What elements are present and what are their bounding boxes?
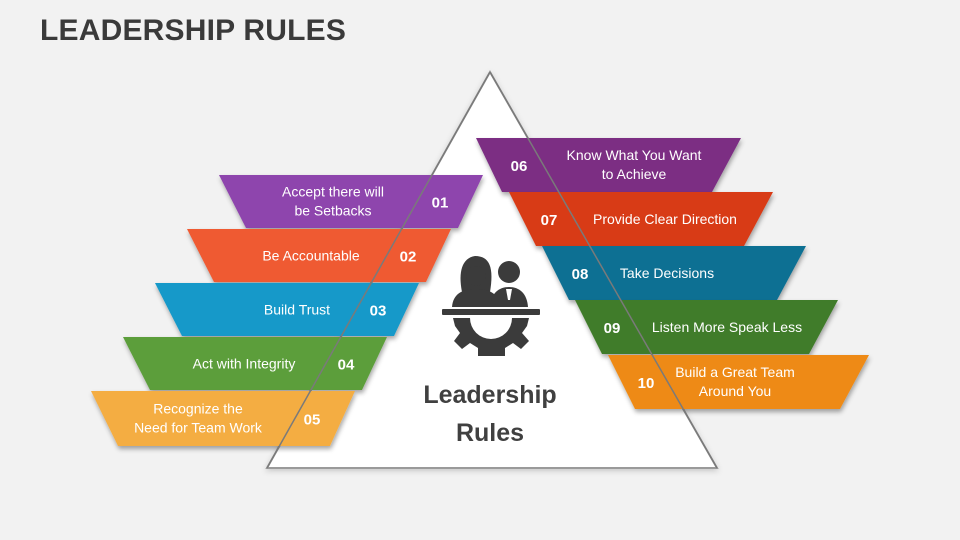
center-title-line1: Leadership: [423, 381, 557, 409]
rule-band-02: 02 Be Accountable: [187, 229, 451, 282]
rule-band-shape: [608, 355, 869, 409]
rule-text: to Achieve: [602, 166, 667, 182]
rule-number: 04: [338, 357, 355, 374]
rule-text: Accept there will: [282, 184, 384, 200]
rule-text: Take Decisions: [620, 265, 714, 281]
rule-text: Provide Clear Direction: [593, 211, 737, 227]
rule-text: Around You: [699, 383, 771, 399]
triangle-right-edge: [489, 71, 718, 469]
rule-band-08: 08 Take Decisions: [542, 246, 806, 300]
rule-band-shape: [123, 337, 387, 390]
page-title: LEADERSHIP RULES: [40, 14, 347, 47]
rule-band-shape: [509, 192, 773, 246]
rule-text: Build a Great Team: [675, 364, 795, 380]
rule-number: 06: [511, 158, 528, 175]
rule-text: Need for Team Work: [134, 420, 263, 436]
rule-band-shape: [542, 246, 806, 300]
rule-text: Listen More Speak Less: [652, 319, 802, 335]
rule-band-09: 09 Listen More Speak Less: [575, 300, 838, 354]
rule-band-shape: [155, 283, 419, 336]
rule-number: 05: [304, 412, 321, 429]
rule-band-shape: [91, 391, 355, 446]
rule-number: 10: [638, 375, 655, 392]
rule-band-03: 03 Build Trust: [155, 283, 419, 336]
rule-band-06: 06 Know What You Want to Achieve: [476, 138, 741, 192]
rule-number: 01: [432, 195, 449, 212]
rule-text: Recognize the: [153, 401, 243, 417]
rule-text: Be Accountable: [262, 248, 360, 264]
center-title: Leadership Rules: [400, 376, 580, 452]
rule-text: Build Trust: [264, 302, 330, 318]
rule-number: 08: [572, 266, 589, 283]
triangle-overlay-lines: [266, 71, 718, 469]
rule-number: 09: [604, 320, 621, 337]
rule-band-01: 01 Accept there will be Setbacks: [219, 175, 483, 228]
leaders-with-gear-icon: [442, 256, 540, 356]
rule-number: 03: [370, 303, 387, 320]
rule-bands: 01 Accept there will be Setbacks 02 Be Accou…: [91, 138, 869, 446]
rule-number: 07: [541, 212, 558, 229]
rule-band-07: 07 Provide Clear Direction: [509, 192, 773, 246]
triangle-left-edge: [266, 71, 491, 469]
rule-band-04: 04 Act with Integrity: [123, 337, 387, 390]
center-title-line2: Rules: [455, 419, 525, 447]
rule-number: 02: [400, 249, 417, 266]
rule-band-shape: [187, 229, 451, 282]
rule-text: be Setbacks: [294, 203, 371, 219]
rule-band-shape: [575, 300, 838, 354]
rule-band-shape: [476, 138, 741, 192]
rule-text: Know What You Want: [567, 147, 702, 163]
rule-band-shape: [219, 175, 483, 228]
rule-text: Act with Integrity: [193, 356, 296, 372]
